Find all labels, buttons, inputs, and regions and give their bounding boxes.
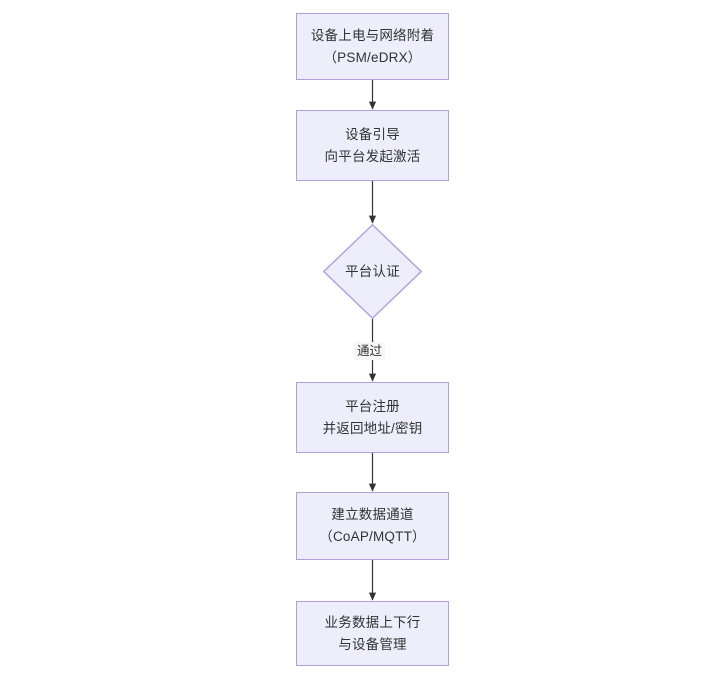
node-data-channel[interactable]: 建立数据通道 （CoAP/MQTT） bbox=[296, 492, 449, 560]
node-business-data[interactable]: 业务数据上下行 与设备管理 bbox=[296, 601, 449, 666]
node-business-data-label: 业务数据上下行 与设备管理 bbox=[324, 614, 421, 652]
node-register-label: 平台注册 并返回地址/密钥 bbox=[322, 398, 423, 436]
node-bootstrap[interactable]: 设备引导 向平台发起激活 bbox=[296, 110, 449, 181]
node-bootstrap-label: 设备引导 向平台发起激活 bbox=[324, 126, 421, 164]
node-power-attach[interactable]: 设备上电与网络附着 （PSM/eDRX） bbox=[296, 13, 449, 80]
node-platform-auth[interactable]: 平台认证 bbox=[323, 224, 422, 319]
node-data-channel-label: 建立数据通道 （CoAP/MQTT） bbox=[319, 507, 426, 544]
node-register[interactable]: 平台注册 并返回地址/密钥 bbox=[296, 382, 449, 453]
diamond-shape-icon bbox=[323, 224, 422, 319]
edge-label-pass: 通过 bbox=[354, 342, 386, 360]
node-power-attach-label: 设备上电与网络附着 （PSM/eDRX） bbox=[310, 27, 435, 65]
